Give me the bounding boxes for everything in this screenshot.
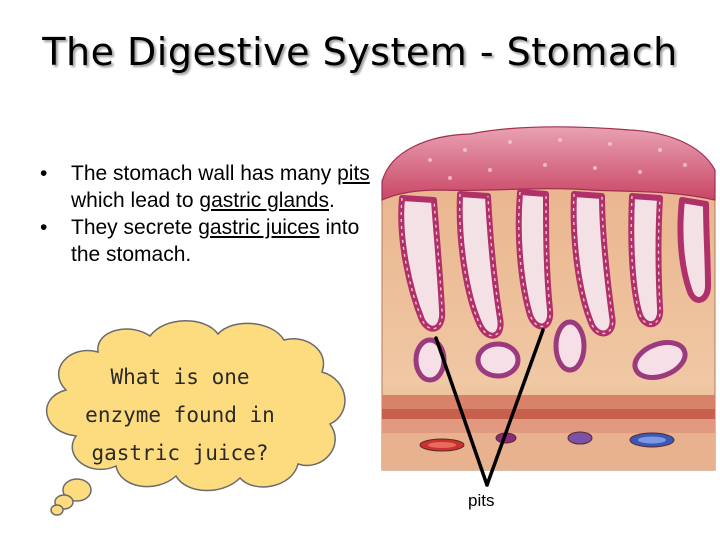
term-gastric-juices: gastric juices	[198, 216, 320, 239]
stomach-wall-illustration	[381, 126, 716, 471]
term-gastric-glands: gastric glands	[199, 189, 329, 212]
thought-bubble-question: What is one enzyme found in gastric juic…	[70, 358, 290, 472]
question-line: gastric juice?	[91, 441, 269, 465]
term-pits: pits	[337, 162, 370, 185]
bullet-text: The stomach wall has many	[71, 162, 338, 185]
question-line: enzyme found in	[85, 403, 275, 427]
bullet-list: The stomach wall has many pits which lea…	[40, 160, 370, 268]
bullet-text: They secrete	[71, 216, 199, 239]
bullet-text: into the stomach.	[71, 216, 360, 266]
question-line: What is one	[110, 365, 250, 389]
pits-label: pits	[468, 491, 495, 510]
bullet-text: which lead to	[71, 189, 200, 212]
bullet-item: They secrete gastric juices into the sto…	[40, 214, 370, 268]
page-title: The Digestive System - Stomach	[42, 30, 678, 74]
bullet-item: The stomach wall has many pits which lea…	[40, 160, 370, 214]
bullet-text: .	[329, 189, 335, 212]
